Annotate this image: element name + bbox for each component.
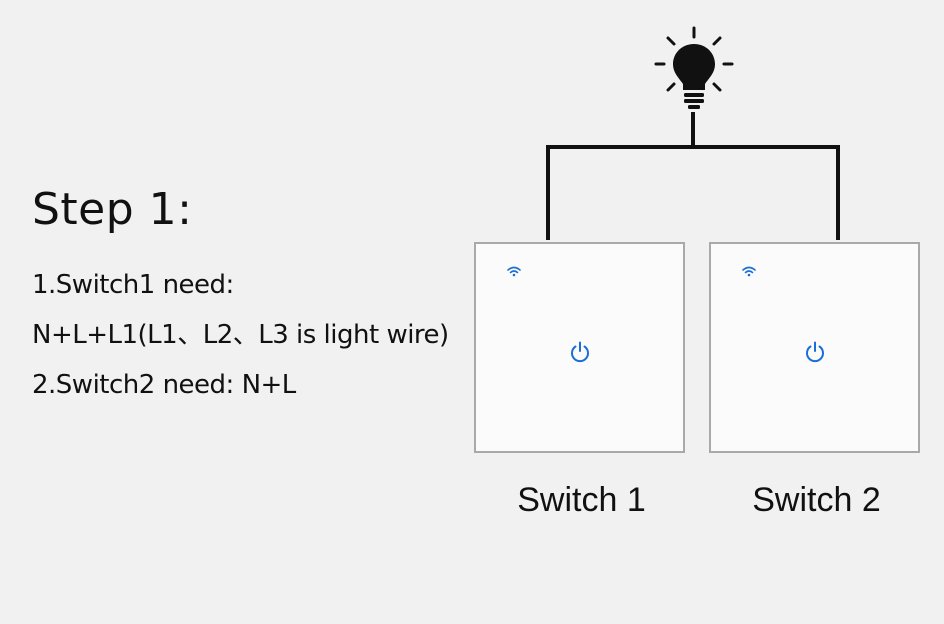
switch-1-label: Switch 1 — [517, 481, 646, 519]
switch-2-panel — [709, 242, 920, 453]
power-icon[interactable] — [568, 340, 592, 364]
switch-1-panel — [474, 242, 685, 453]
wifi-icon — [507, 266, 521, 277]
wifi-icon — [742, 266, 756, 277]
power-icon[interactable] — [803, 340, 827, 364]
step-title: Step 1: — [32, 184, 193, 235]
light-bulb-icon — [654, 26, 734, 109]
switch-2-label: Switch 2 — [752, 481, 881, 519]
requirement-line-2: N+L+L1(L1、L2、L3 is light wire) — [32, 320, 449, 350]
requirement-line-3: 2.Switch2 need: N+L — [32, 370, 296, 400]
requirement-line-1: 1.Switch1 need: — [32, 270, 234, 300]
wire-junction — [546, 145, 840, 240]
